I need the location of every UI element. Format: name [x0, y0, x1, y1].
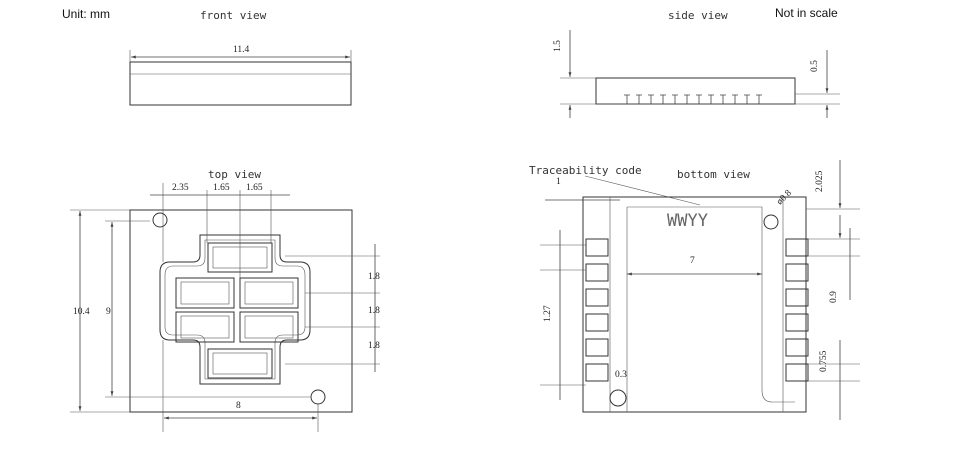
- dim-front-length: 11.4: [233, 45, 250, 55]
- side-view-body: [595, 77, 796, 105]
- pad: [785, 263, 809, 282]
- dim-bottom-gap: 0.755: [819, 350, 829, 372]
- pad: [585, 238, 609, 257]
- led-chip: [239, 311, 299, 343]
- bottom-view-body: [582, 196, 807, 413]
- pad: [785, 313, 809, 332]
- pad: [585, 338, 609, 357]
- mounting-hole: [609, 389, 627, 407]
- led-chip: [239, 277, 299, 309]
- dim-bottom-corner: 0.3: [615, 370, 627, 380]
- top-view: top view 2.35 1.65 1.65: [70, 168, 380, 432]
- dim-bottom-pad: 0.9: [829, 291, 839, 303]
- dim-bottom-hole: ø0.8: [775, 188, 794, 207]
- dim-top-row-3: 1.8: [368, 341, 380, 351]
- bottom-left-pads: [585, 238, 609, 382]
- unit-label: Unit: mm: [62, 7, 110, 21]
- traceability-leader: [584, 175, 701, 206]
- front-view-title: front view: [200, 9, 267, 22]
- led-chip-inner: [244, 281, 294, 305]
- pin-glyphs: [624, 94, 762, 104]
- top-view-substrate: [129, 209, 353, 413]
- led-chip-inner: [180, 315, 230, 339]
- die-outline-inner: [164, 239, 306, 380]
- dim-top-row-2: 1.8: [368, 306, 380, 316]
- traceability-marking: WWYY: [667, 211, 708, 231]
- pad: [785, 338, 809, 357]
- led-chip-inner: [180, 281, 230, 305]
- dim-bottom-pitch: 1.27: [543, 305, 553, 322]
- front-view: front view 11.4: [129, 9, 352, 106]
- dim-top-row-1: 1.8: [368, 272, 380, 282]
- side-view-pins: [624, 94, 762, 104]
- dim-bottom-edge: 1: [556, 177, 561, 187]
- pad: [785, 288, 809, 307]
- dim-top-pitch-c: 1.65: [246, 183, 263, 193]
- bottom-center-pad: [627, 206, 795, 403]
- top-view-title: top view: [208, 168, 261, 181]
- mounting-hole: [152, 212, 168, 228]
- scale-note: Not in scale: [775, 6, 838, 20]
- traceability-label: Traceability code: [529, 164, 642, 177]
- dim-top-inner: 9: [106, 307, 111, 317]
- side-view: side view 1.5 0.5: [553, 9, 840, 118]
- pad: [785, 238, 809, 257]
- dim-side-height: 1.5: [553, 40, 563, 52]
- mounting-hole: [763, 214, 779, 230]
- bottom-view-title: bottom view: [677, 168, 750, 181]
- bottom-right-pads: [785, 238, 809, 382]
- dim-top-pitch-b: 1.65: [213, 183, 230, 193]
- dim-top-width: 10.4: [73, 307, 90, 317]
- pad: [585, 363, 609, 382]
- pad: [585, 263, 609, 282]
- dim-side-pad: 0.5: [810, 60, 820, 72]
- led-chip-inner: [244, 315, 294, 339]
- front-view-body: [129, 61, 352, 106]
- dim-bottom-width: 7: [690, 256, 695, 266]
- dim-top-pitch-a: 2.35: [172, 183, 189, 193]
- bottom-view: bottom view Traceability code WWYY: [529, 160, 860, 420]
- die-outline: [159, 234, 311, 385]
- led-chip-inner: [212, 352, 268, 375]
- pad: [585, 313, 609, 332]
- led-chip: [175, 277, 235, 309]
- pad: [785, 363, 809, 382]
- mounting-hole: [310, 389, 326, 405]
- led-chip: [207, 348, 273, 379]
- side-view-title: side view: [668, 9, 728, 22]
- dim-bottom-offset: 2.025: [815, 170, 825, 192]
- dim-top-span: 8: [236, 401, 241, 411]
- led-chip: [175, 311, 235, 343]
- pad: [585, 288, 609, 307]
